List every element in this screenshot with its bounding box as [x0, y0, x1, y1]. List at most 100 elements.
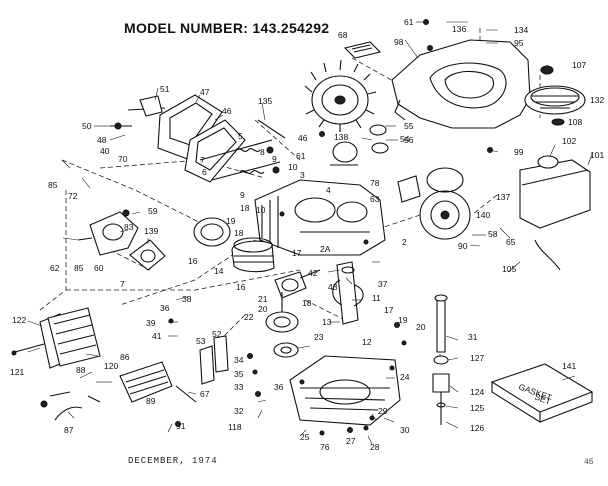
callout-label: 16 — [236, 282, 246, 292]
callout-label: 95 — [514, 38, 524, 48]
oil-seal-part — [273, 342, 299, 358]
governor-link-part — [175, 335, 229, 403]
callout-label: 70 — [118, 154, 128, 164]
callout-label: 7 — [120, 279, 125, 289]
callout-label: 99 — [514, 147, 524, 157]
callout-label: 140 — [476, 210, 490, 220]
callout-label: 2 — [402, 237, 407, 247]
footer-date: DECEMBER, 1974 — [128, 456, 218, 466]
callout-label: 63 — [370, 194, 380, 204]
callout-label: 87 — [64, 425, 74, 435]
dipstick-tube-part — [432, 294, 450, 425]
model-label: MODEL NUMBER: — [124, 20, 249, 36]
callout-label: 67 — [200, 389, 210, 399]
nameplate-part — [343, 41, 382, 59]
callout-label: 8 — [260, 147, 265, 157]
callout-label: 18 — [302, 298, 312, 308]
callout-label: 40 — [100, 146, 110, 156]
callout-label: 125 — [470, 403, 484, 413]
callout-label: 141 — [562, 361, 576, 371]
callout-label: 118 — [228, 422, 242, 432]
callout-label: 91 — [176, 421, 186, 431]
throttle-shaft-part — [110, 95, 166, 130]
callout-leader-lines — [27, 21, 593, 445]
page-number: 45 — [584, 458, 594, 467]
callout-label: 139 — [144, 226, 158, 236]
callout-label: 89 — [146, 396, 156, 406]
callout-label: 65 — [506, 237, 516, 247]
callout-label: 53 — [196, 336, 206, 346]
callout-label: 19 — [398, 315, 408, 325]
callout-label: 18 — [240, 203, 250, 213]
fuel-line-part — [40, 361, 173, 421]
flywheel-part — [304, 59, 377, 132]
callout-label: 46 — [298, 133, 308, 143]
callout-label: 138 — [334, 132, 348, 142]
callout-label: 9 — [272, 154, 277, 164]
callout-label: 29 — [378, 406, 388, 416]
starter-assembly-part — [397, 167, 471, 240]
valve-train-part — [199, 119, 286, 181]
cam-gear-part — [265, 292, 299, 333]
callout-label: 134 — [514, 25, 528, 35]
callout-label: 17 — [384, 305, 394, 315]
air-cleaner-part — [11, 307, 101, 369]
callout-label: 137 — [496, 192, 510, 202]
callout-label: 120 — [104, 361, 118, 371]
callout-label: 52 — [212, 329, 222, 339]
callout-label: 3 — [300, 170, 305, 180]
callout-label: 132 — [590, 95, 604, 105]
muffler-part — [519, 155, 591, 271]
callout-label: 22 — [244, 312, 254, 322]
callout-label: 19 — [226, 216, 236, 226]
callout-label: 98 — [394, 37, 404, 47]
callout-label: 37 — [378, 279, 388, 289]
callout-label: 4 — [326, 185, 331, 195]
callout-label: 39 — [146, 318, 156, 328]
callout-label: 33 — [234, 382, 244, 392]
callout-label: 10 — [256, 205, 266, 215]
callout-label: 24 — [400, 372, 410, 382]
callout-label: 12 — [362, 337, 372, 347]
callout-label: 10 — [288, 162, 298, 172]
callout-label: 76 — [320, 442, 330, 452]
model-number-heading: MODEL NUMBER: 143.254292 — [124, 20, 329, 36]
callout-label: 85 — [74, 263, 84, 273]
callout-label: 72 — [68, 191, 78, 201]
callout-label: 108 — [568, 117, 582, 127]
callout-label: 31 — [468, 332, 478, 342]
callout-labels: 61 136 134 95 68 98 107 132 108 51 47 46… — [10, 17, 604, 452]
cylinder-head-part — [157, 94, 246, 183]
callout-label: 85 — [48, 180, 58, 190]
callout-label: 38 — [182, 294, 192, 304]
callout-label: 68 — [338, 30, 348, 40]
callout-label: 102 — [562, 136, 576, 146]
callout-label: 50 — [82, 121, 92, 131]
callout-label: 61 — [296, 151, 306, 161]
callout-label: 27 — [346, 436, 356, 446]
callout-label: 2A — [320, 244, 331, 254]
callout-label: 42 — [308, 268, 318, 278]
callout-label: 60 — [94, 263, 104, 273]
callout-label: 23 — [314, 332, 324, 342]
callout-label: 6 — [202, 167, 207, 177]
callout-label: 9 — [240, 190, 245, 200]
callout-label: 121 — [10, 367, 24, 377]
callout-label: 88 — [76, 365, 86, 375]
callout-label: 25 — [300, 432, 310, 442]
callout-label: 17 — [292, 248, 302, 258]
callout-label: 20 — [258, 304, 268, 314]
callout-label: 136 — [452, 24, 466, 34]
crankshaft-part — [332, 261, 364, 325]
callout-label: 20 — [416, 322, 426, 332]
connecting-rod-part — [274, 269, 321, 299]
callout-label: 18 — [234, 228, 244, 238]
callout-label: 122 — [12, 315, 26, 325]
callout-label: 46 — [222, 106, 232, 116]
callout-label: 78 — [370, 178, 380, 188]
callout-label: 58 — [488, 229, 498, 239]
callout-label: 61 — [404, 17, 414, 27]
piston-part — [193, 217, 275, 273]
